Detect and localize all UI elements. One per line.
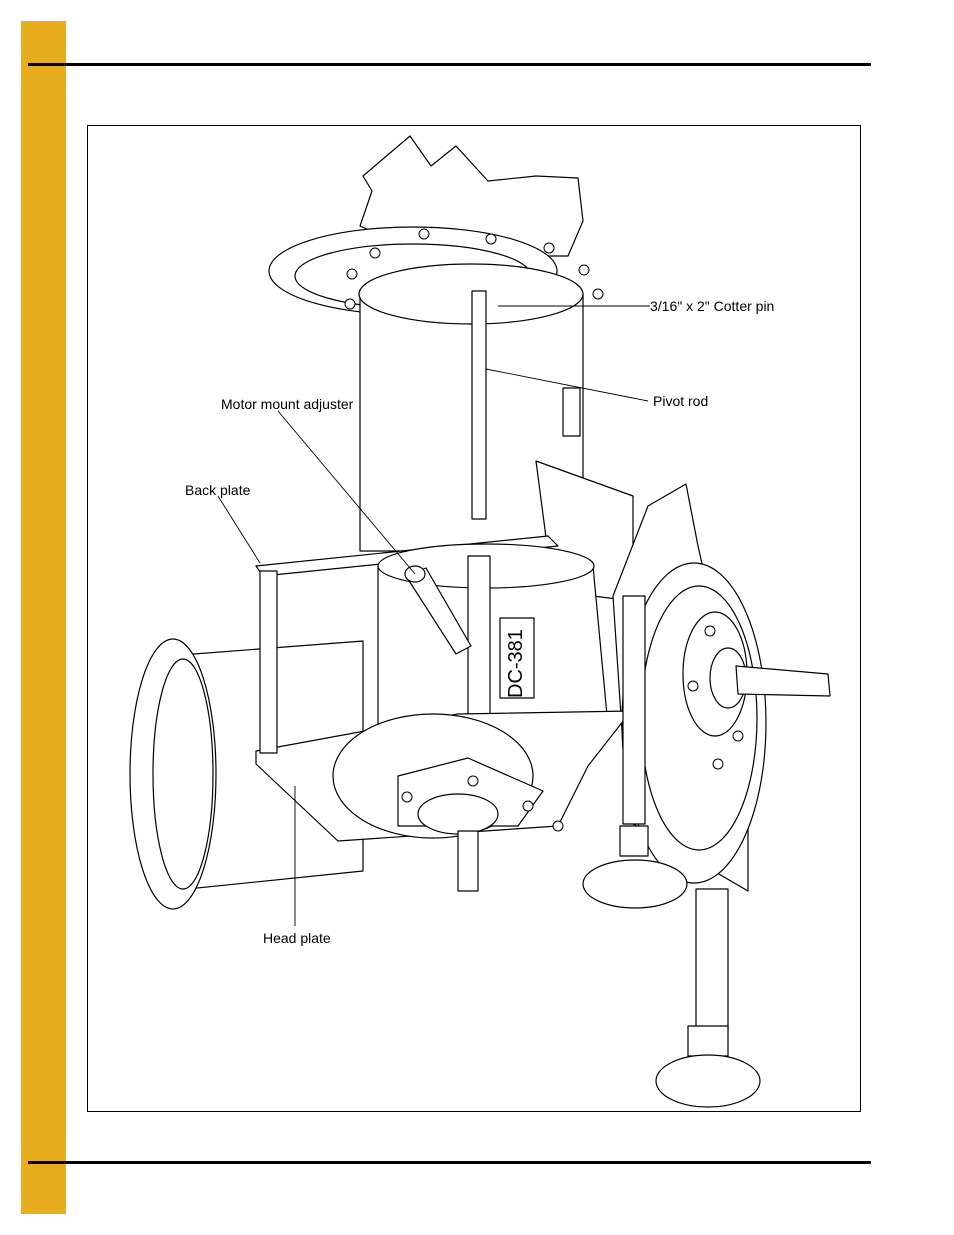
side-color-tab — [21, 21, 66, 1214]
callout-pivot-rod: Pivot rod — [653, 393, 709, 409]
footer-rule — [28, 1161, 871, 1164]
callout-cotter-pin: 3/16" x 2" Cotter pin — [650, 298, 775, 314]
callout-head-plate: Head plate — [263, 930, 331, 946]
head-assembly-drawing — [129, 135, 831, 1108]
header-rule — [28, 63, 871, 66]
figure-frame: 3/16" x 2" Cotter pin Pivot rod Motor mo… — [87, 125, 861, 1112]
callout-back-plate: Back plate — [185, 482, 251, 498]
callout-motor-mount-adjuster: Motor mount adjuster — [221, 396, 354, 412]
